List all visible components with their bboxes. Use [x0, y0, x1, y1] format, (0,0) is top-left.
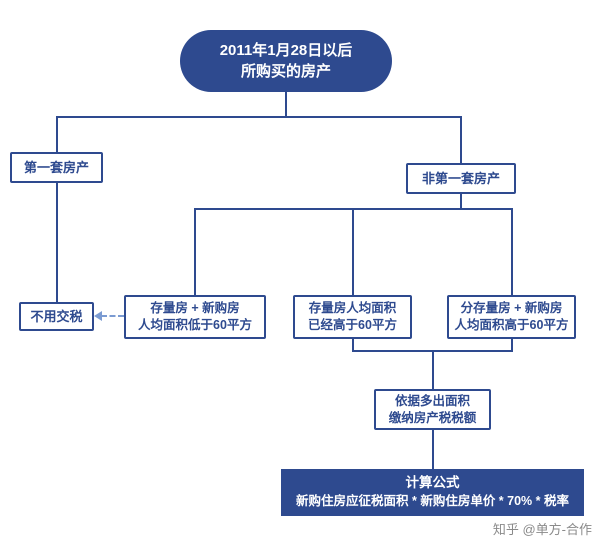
node-combined-above-60-line2: 人均面积高于60平方	[454, 318, 569, 332]
node-no-tax: 不用交税	[19, 302, 94, 331]
node-pay-by-excess-area: 依据多出面积 缴纳房产税税额	[374, 389, 491, 430]
node-below-60: 存量房 + 新购房 人均面积低于60平方	[124, 295, 266, 339]
connector-level1-horizontal	[56, 116, 462, 118]
connector-existing-above-60-down	[352, 339, 354, 352]
connector-to-first-property	[56, 116, 58, 153]
node-combined-above-60-line1: 分存量房 + 新购房	[460, 301, 563, 316]
dashed-connector-below-60-to-no-tax	[101, 315, 124, 317]
node-below-60-line2: 人均面积低于60平方	[138, 318, 252, 332]
node-root-line1: 2011年1月28日以后	[219, 42, 353, 59]
node-formula-line1: 计算公式	[405, 475, 460, 491]
node-root: 2011年1月28日以后 所购买的房产	[180, 30, 392, 92]
node-existing-above-60-line2: 已经高于60平方	[308, 318, 397, 332]
arrowhead-left-icon	[94, 311, 102, 321]
node-pay-by-excess-area-line1: 依据多出面积	[394, 393, 470, 408]
node-formula: 计算公式 新购住房应征税面积 * 新购住房单价 * 70% * 税率	[281, 469, 584, 516]
watermark-zhihu: 知乎 @单方-合作	[492, 522, 592, 537]
connector-combined-above-60-down	[511, 339, 513, 352]
node-root-line2: 所购买的房产	[240, 63, 331, 80]
node-first-property-label: 第一套房产	[23, 159, 89, 175]
connector-root-down	[285, 91, 287, 117]
connector-to-below-60	[194, 208, 196, 296]
node-existing-above-60-line1: 存量房人均面积	[308, 301, 397, 316]
node-pay-by-excess-area-line2: 缴纳房产税税额	[388, 410, 477, 425]
connector-to-formula	[432, 430, 434, 469]
connector-to-pay-by-excess	[432, 350, 434, 389]
connector-to-combined-above-60	[511, 208, 513, 296]
node-no-tax-label: 不用交税	[30, 308, 83, 324]
node-non-first-property: 非第一套房产	[406, 163, 516, 194]
connector-to-non-first-property	[460, 116, 462, 164]
connector-non-first-down	[460, 193, 462, 210]
node-combined-above-60: 分存量房 + 新购房 人均面积高于60平方	[447, 295, 576, 339]
node-first-property: 第一套房产	[10, 152, 103, 183]
node-non-first-property-label: 非第一套房产	[421, 170, 500, 186]
connector-first-property-to-no-tax	[56, 182, 58, 303]
node-below-60-line1: 存量房 + 新购房	[150, 301, 240, 316]
connector-to-existing-above-60	[352, 208, 354, 296]
node-existing-above-60: 存量房人均面积 已经高于60平方	[293, 295, 412, 339]
node-formula-line2: 新购住房应征税面积 * 新购住房单价 * 70% * 税率	[296, 494, 569, 509]
